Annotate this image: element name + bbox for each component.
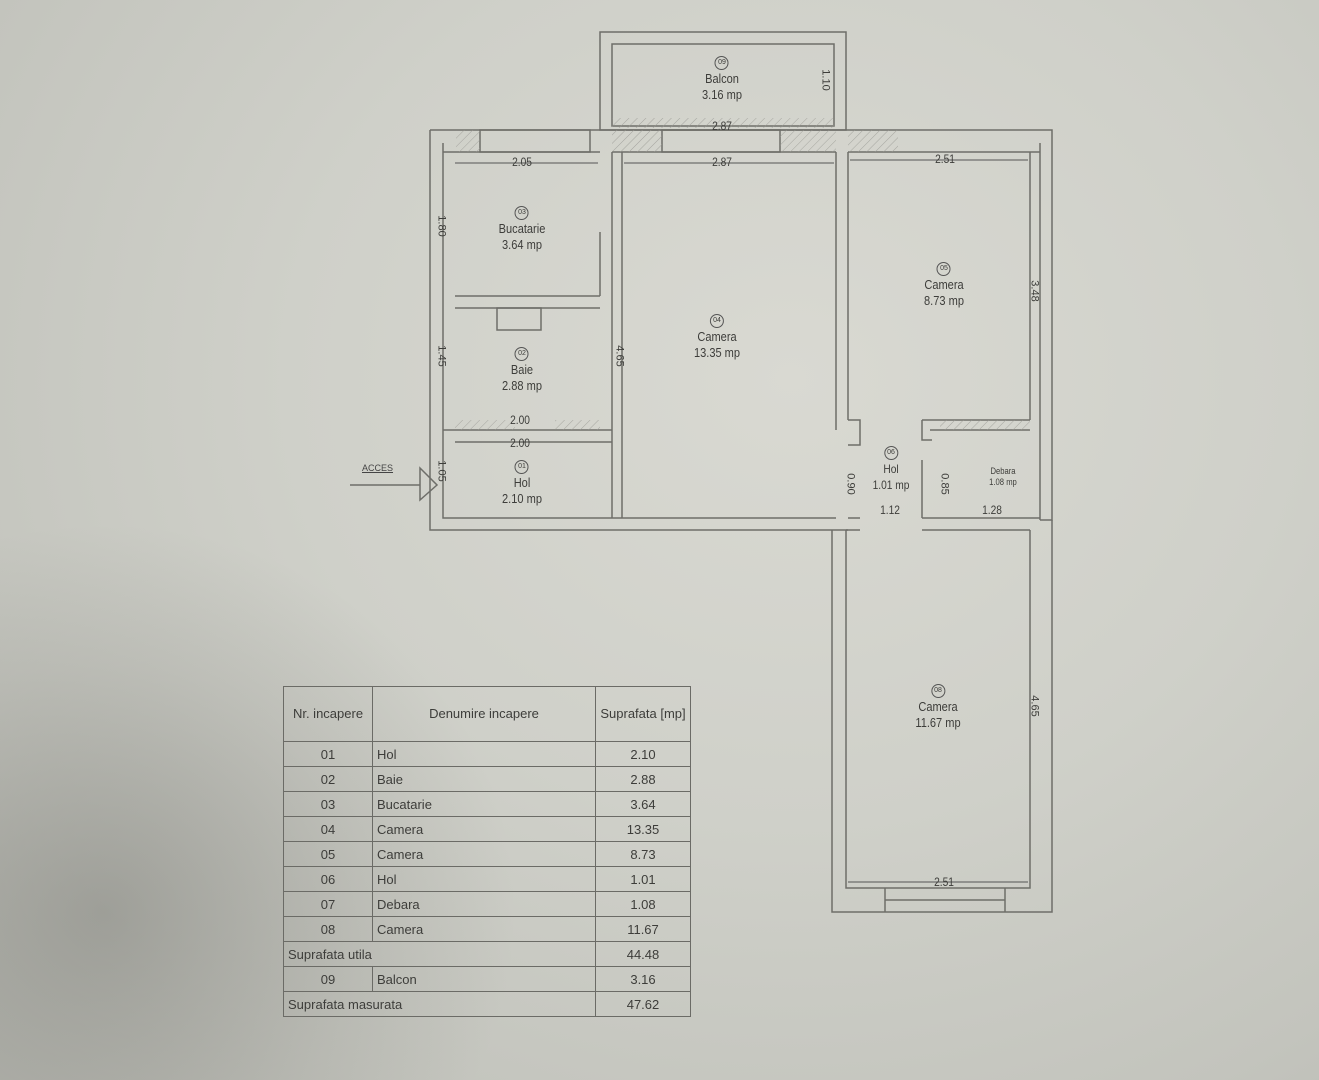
dim-camera08-depth: 4.65 <box>1028 695 1041 717</box>
room-label-baie: 02 Baie 2.88 mp <box>499 343 546 394</box>
room-number-badge: 01 <box>514 460 529 474</box>
room-number-badge: 06 <box>883 446 898 460</box>
room-label-debara: Debara 1.08 mp <box>989 466 1017 487</box>
dim-camera05-width: 2.51 <box>935 152 955 166</box>
dim-debara-width: 1.28 <box>982 503 1002 517</box>
access-label: ACCES <box>362 463 394 473</box>
dim-bucatarie-depth: 1.80 <box>435 215 448 237</box>
room-label-bucatarie: 03 Bucatarie 3.64 mp <box>495 202 550 253</box>
room-label-camera-08: 08 Camera 11.67 mp <box>911 680 964 731</box>
dim-camera04-depth: 4.65 <box>613 345 626 367</box>
room-label-hol-01: 01 Hol 2.10 mp <box>499 456 546 507</box>
room-label-camera-05: 05 Camera 8.73 mp <box>921 258 968 309</box>
dim-baie-width: 2.00 <box>510 413 530 427</box>
room-area-table: Nr. incapere Denumire incapere Suprafata… <box>283 686 691 1017</box>
dim-camera04-width: 2.87 <box>712 155 732 169</box>
header-area: Suprafata [mp] <box>595 686 691 742</box>
dim-hol06-width: 1.12 <box>880 503 900 517</box>
room-number-badge: 09 <box>714 56 729 70</box>
room-number-badge: 03 <box>514 206 529 220</box>
table-header-row: Nr. incapere Denumire incapere Suprafata… <box>283 686 691 742</box>
room-label-balcon: 09 Balcon 3.16 mp <box>699 52 746 103</box>
dim-debara-depth: 0.85 <box>938 473 951 495</box>
room-number-badge: 08 <box>931 684 945 698</box>
dim-hol01-width: 2.00 <box>510 436 530 450</box>
room-number-badge: 04 <box>709 314 724 328</box>
room-number-badge: 02 <box>514 347 529 361</box>
dim-camera05-depth: 3.48 <box>1028 280 1041 302</box>
room-label-camera-04: 04 Camera 13.35 mp <box>690 310 744 361</box>
dim-balcon-width: 2.87 <box>712 119 732 133</box>
dim-bucatarie-width: 2.05 <box>512 155 532 169</box>
header-name: Denumire incapere <box>372 686 596 742</box>
dim-hol06-depth: 0.90 <box>844 473 857 495</box>
header-nr: Nr. incapere <box>283 686 373 742</box>
room-label-hol-06: 06 Hol 1.01 mp <box>869 442 912 493</box>
room-number-badge: 05 <box>936 262 951 276</box>
dim-hol01-depth: 1.05 <box>435 460 448 482</box>
dim-camera08-width: 2.51 <box>934 875 954 889</box>
dim-baie-depth: 1.45 <box>435 345 448 367</box>
dim-balcon-depth: 1.10 <box>819 69 832 91</box>
